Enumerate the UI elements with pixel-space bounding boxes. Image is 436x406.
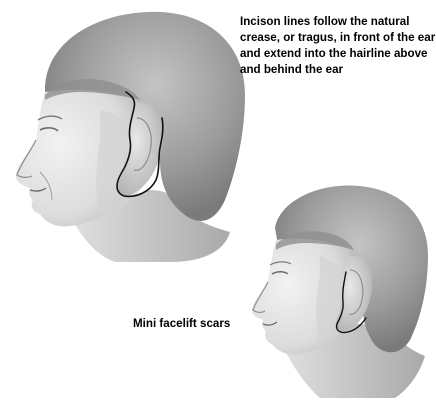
large-head <box>16 12 245 262</box>
small-head <box>252 185 428 398</box>
mini-facelift-caption: Mini facelift scars <box>133 316 253 332</box>
incision-caption: Incison lines follow the natural crease,… <box>240 14 436 78</box>
